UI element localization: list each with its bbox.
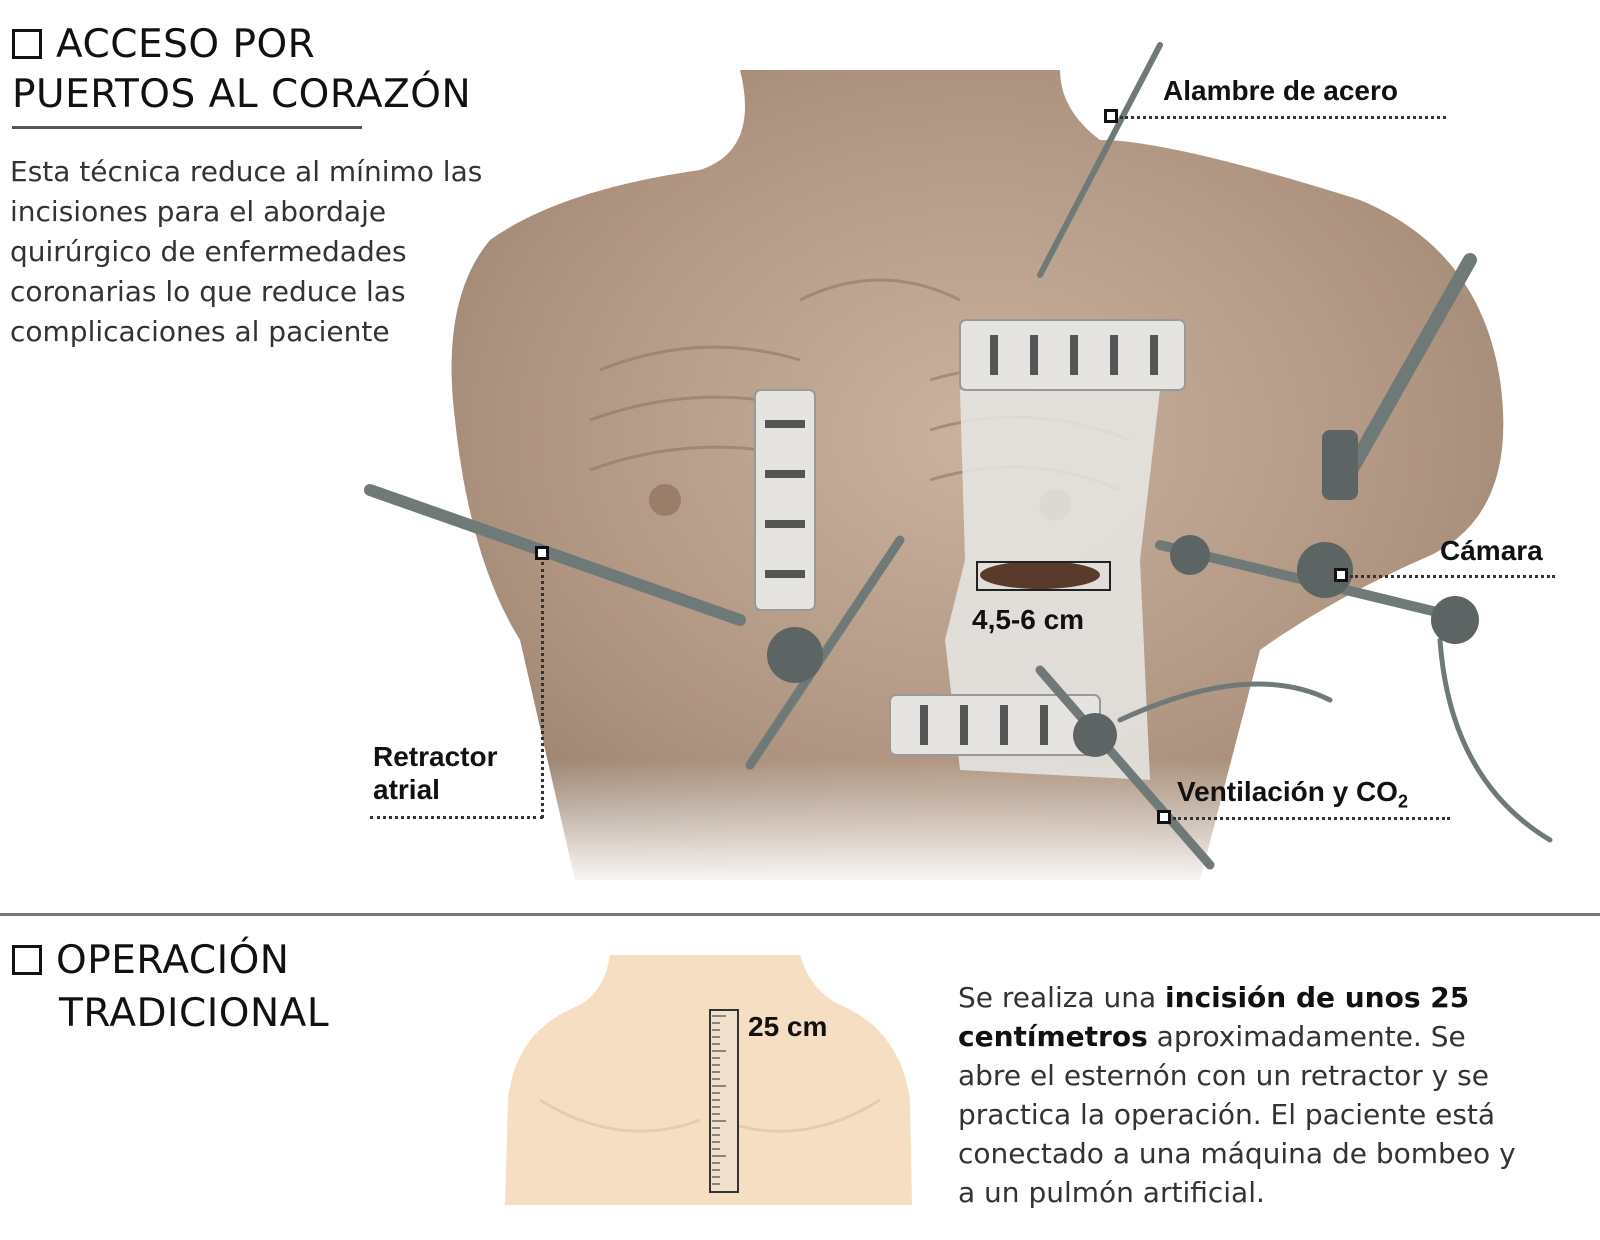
title-line-1: ACCESO POR bbox=[56, 22, 316, 67]
label-camera: Cámara bbox=[1440, 535, 1543, 566]
square-bullet-icon bbox=[12, 29, 42, 59]
label-subscript: 2 bbox=[1397, 791, 1408, 812]
label-atrial-retractor: Retractor atrial bbox=[373, 740, 497, 806]
label-line: atrial bbox=[373, 774, 440, 805]
incision-frame bbox=[976, 561, 1111, 591]
desc-text: aproximadamente. Se abre el esternón con… bbox=[958, 1020, 1516, 1209]
chest-contour bbox=[539, 1098, 881, 1133]
desc-bold: incisión de unos 25 centímetros bbox=[958, 981, 1470, 1053]
incision-size-label: 4,5-6 cm bbox=[972, 604, 1085, 635]
title-underline bbox=[12, 126, 362, 129]
marker-camera bbox=[1334, 568, 1348, 582]
leader-camera bbox=[1350, 575, 1555, 578]
pad-marks bbox=[765, 335, 1158, 745]
label-line: Retractor bbox=[373, 741, 498, 772]
title-line-1: OPERACIÓN bbox=[56, 938, 290, 983]
label-text: Ventilación y CO bbox=[1177, 776, 1398, 807]
label-ventilation: Ventilación y CO2 bbox=[1177, 775, 1408, 819]
surgical-instruments bbox=[364, 42, 1553, 870]
torso-fade bbox=[440, 760, 1540, 890]
leader-atrial-retractor-v bbox=[541, 562, 544, 818]
title-line-2: TRADICIONAL bbox=[59, 991, 330, 1036]
ruler bbox=[709, 1009, 739, 1193]
square-bullet-icon bbox=[12, 945, 42, 975]
chest-illustration bbox=[364, 42, 1553, 890]
incision bbox=[980, 561, 1100, 589]
section-title-traditional: OPERACIÓN TRADICIONAL bbox=[12, 934, 329, 1040]
instrument-joints bbox=[767, 430, 1479, 757]
section-title-port-access: ACCESO POR PUERTOS AL CORAZÓN bbox=[12, 20, 471, 120]
marker-steel-wire bbox=[1104, 109, 1118, 123]
marker-ventilation bbox=[1157, 810, 1171, 824]
section-description: Esta técnica reduce al mínimo las incisi… bbox=[10, 155, 483, 348]
leader-ventilation bbox=[1173, 817, 1450, 820]
traditional-description: Se realiza una incisión de unos 25 centí… bbox=[958, 978, 1518, 1212]
desc-text: Se realiza una bbox=[958, 981, 1166, 1014]
traditional-chest-illustration bbox=[505, 955, 912, 1205]
traditional-incision-size: 25 cm bbox=[748, 1011, 828, 1042]
leader-atrial-retractor-h bbox=[370, 816, 543, 819]
title-line-2: PUERTOS AL CORAZÓN bbox=[12, 72, 472, 117]
traditional-torso-shape bbox=[505, 955, 912, 1205]
nipple-left bbox=[649, 484, 681, 516]
label-steel-wire: Alambre de acero bbox=[1163, 75, 1398, 106]
marker-atrial-retractor bbox=[535, 546, 549, 560]
section-divider bbox=[0, 913, 1600, 916]
leader-steel-wire bbox=[1120, 116, 1446, 119]
